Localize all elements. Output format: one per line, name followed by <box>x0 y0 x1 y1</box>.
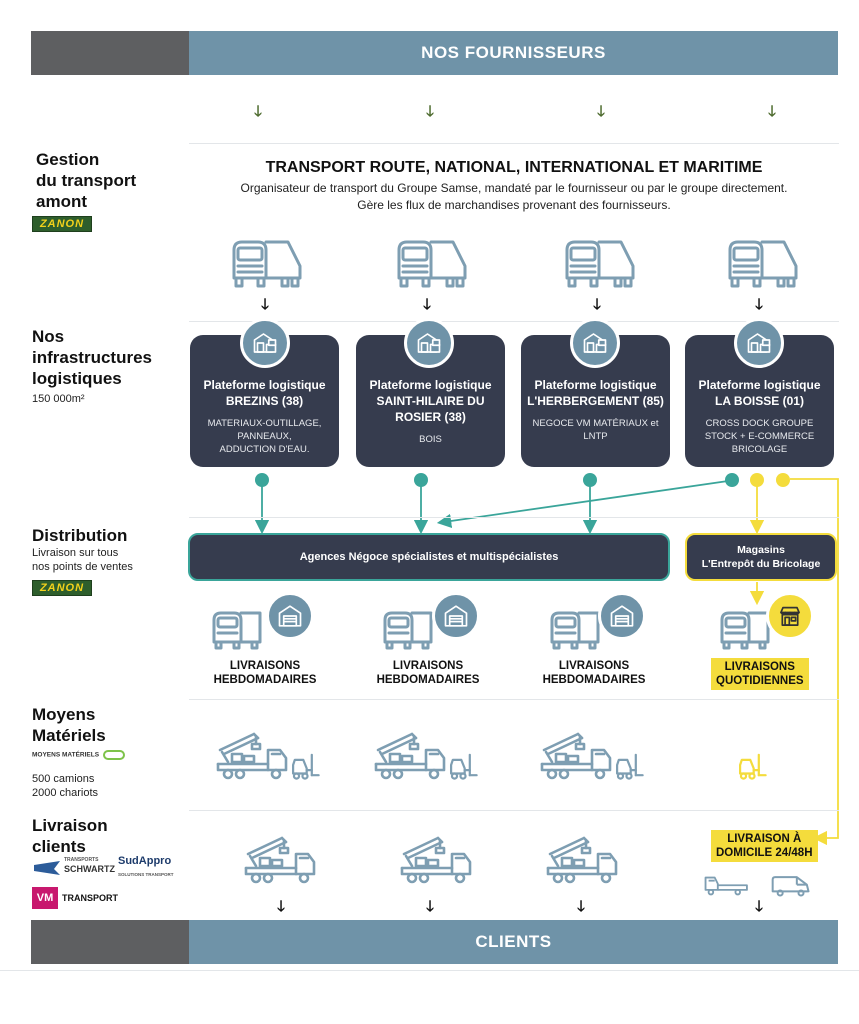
vm-transport-logo: VM TRANSPORT <box>32 887 132 909</box>
flow-node <box>414 473 428 487</box>
divider <box>189 810 839 811</box>
flow-node <box>255 473 269 487</box>
warehouse-icon <box>404 318 454 368</box>
down-arrow-icon: 🡓 <box>261 296 269 313</box>
shop-icon <box>766 592 814 640</box>
warehouse-icon <box>266 592 314 640</box>
down-arrow-icon: 🡓 <box>768 103 776 120</box>
down-arrow-icon: 🡓 <box>755 898 763 915</box>
forklift-icon <box>735 748 769 782</box>
forklift-icon <box>288 748 322 782</box>
footer-divider <box>0 970 859 971</box>
flatbed-truck-icon <box>704 873 750 896</box>
sudappro-logo: SudAppro SOLUTIONS TRANSPORT <box>118 855 174 877</box>
forklift-icon <box>612 748 646 782</box>
clients-band: CLIENTS <box>31 920 838 964</box>
infrastructures-area: 150 000m² <box>32 393 85 405</box>
forklift-icon <box>446 748 480 782</box>
distribution-title: Distribution <box>32 526 128 545</box>
divider <box>189 699 839 700</box>
zanon-logo: ZANON <box>32 580 92 596</box>
down-arrow-icon: 🡓 <box>426 103 434 120</box>
down-arrow-icon: 🡓 <box>254 103 262 120</box>
flow-node <box>583 473 597 487</box>
livraison-clients-title: Livraison clients <box>32 816 108 856</box>
van-icon <box>770 873 812 898</box>
suppliers-band: NOS FOURNISSEURS <box>31 31 838 75</box>
crane-truck-icon <box>214 728 294 784</box>
divider <box>189 321 839 322</box>
down-arrow-icon: 🡓 <box>423 296 431 313</box>
transport-amont-title: Gestion du transport amont <box>36 150 137 211</box>
schwartz-logo: TRANSPORTS SCHWARTZ <box>32 857 116 879</box>
divider <box>189 517 839 518</box>
warehouse-icon <box>570 318 620 368</box>
transport-description-2: Gère les flux de marchandises provenant … <box>357 198 671 212</box>
crane-truck-icon <box>544 832 624 888</box>
agences-negoce-box: Agences Négoce spécialistes et multispéc… <box>188 533 670 581</box>
down-arrow-icon: 🡓 <box>277 898 285 915</box>
down-arrow-icon: 🡓 <box>577 898 585 915</box>
warehouse-icon <box>598 592 646 640</box>
moyens-stats: 500 camions 2000 chariots <box>32 773 99 799</box>
flow-node <box>725 473 739 487</box>
flow-node <box>750 473 764 487</box>
distribution-subtitle: Livraison sur tous nos points de ventes <box>32 547 133 573</box>
down-arrow-icon: 🡓 <box>755 296 763 313</box>
down-arrow-icon: 🡓 <box>597 103 605 120</box>
crane-truck-icon <box>538 728 618 784</box>
warehouse-icon <box>432 592 480 640</box>
transport-title: TRANSPORT ROUTE, NATIONAL, INTERNATIONAL… <box>265 159 763 176</box>
clients-title: CLIENTS <box>189 920 838 964</box>
transport-description-1: Organisateur de transport du Groupe Sams… <box>240 181 788 195</box>
home-delivery-label: LIVRAISON À DOMICILE 24/48H <box>711 830 818 862</box>
down-arrow-icon: 🡓 <box>593 296 601 313</box>
infrastructures-title: Nos infrastructures logistiques <box>32 327 152 388</box>
suppliers-title: NOS FOURNISSEURS <box>189 31 838 75</box>
crane-truck-icon <box>372 728 452 784</box>
flow-node <box>776 473 790 487</box>
magasins-box: Magasins L'Entrepôt du Bricolage <box>685 533 837 581</box>
moyens-title: Moyens Matériels <box>32 705 106 745</box>
band-grey-block <box>31 31 189 75</box>
crane-truck-icon <box>398 832 478 888</box>
band-grey-block <box>31 920 189 964</box>
crane-truck-icon <box>242 832 322 888</box>
divider <box>189 143 839 144</box>
warehouse-icon <box>734 318 784 368</box>
down-arrow-icon: 🡓 <box>426 898 434 915</box>
moyens-materiels-logo: MOYENS MATÉRIELS <box>32 750 125 760</box>
zanon-logo: ZANON <box>32 216 92 232</box>
warehouse-icon <box>240 318 290 368</box>
